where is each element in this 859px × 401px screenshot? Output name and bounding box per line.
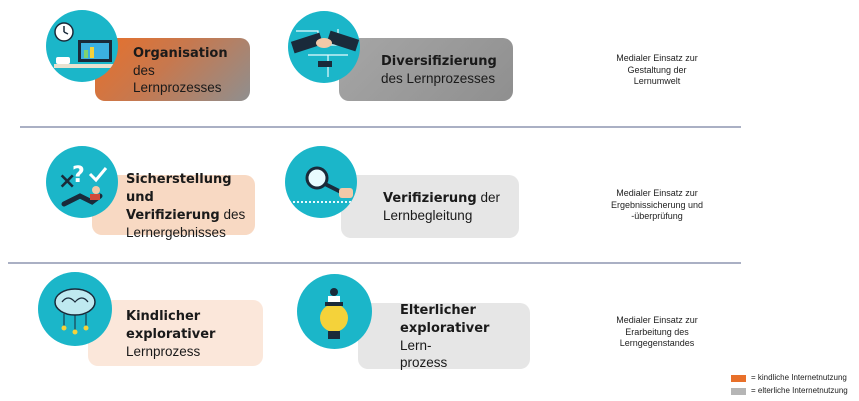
- card-text: der: [476, 190, 501, 205]
- card-sicherstellung: Sicherstellung und Verifizierung des Ler…: [92, 171, 255, 240]
- card-text: des: [219, 206, 246, 222]
- card-text: des Lernprozesses: [381, 71, 496, 86]
- card-text: prozess: [400, 355, 448, 370]
- card-bold-text: Verifizierung: [126, 207, 220, 223]
- legend-item-elterlich: = elterliche Internetnutzung: [731, 386, 848, 396]
- card-bold-text: Organisation: [133, 45, 228, 61]
- card-bold-text: Elterlicher: [400, 303, 476, 318]
- legend-swatch: [731, 374, 746, 382]
- description-line: Medialer Einsatz zur: [616, 53, 698, 63]
- description-line: Erarbeitung des: [625, 326, 689, 337]
- card-kindlicher: Kindlicher explorativer Lernprozess: [88, 300, 263, 366]
- description-line: Gestaltung der: [627, 64, 687, 75]
- card-elterlicher: Elterlicher explorativer Lern- prozess: [358, 303, 530, 370]
- card-diversifizierung: Diversifizierung des Lernprozesses: [339, 38, 513, 101]
- brain-network-icon: [38, 272, 112, 346]
- card-text: Lernprozess: [126, 343, 201, 359]
- card-bold-text: explorativer: [126, 326, 216, 342]
- legend-label: = kindliche Internetnutzung: [751, 373, 847, 382]
- svg-text:?: ?: [72, 163, 85, 188]
- card-text: Lernbegleitung: [383, 208, 473, 223]
- card-text: des: [133, 62, 155, 78]
- svg-text:×: ×: [58, 169, 76, 194]
- card-bold-text: Kindlicher: [126, 308, 201, 324]
- handshake-blueprint-icon: [288, 11, 360, 83]
- description-line: Ergebnissicherung und: [610, 199, 704, 210]
- card-organisation: Organisation des Lernprozesses: [95, 38, 250, 101]
- card-bold-text: explorativer: [400, 321, 490, 336]
- lightbulb-reader-icon: [297, 274, 372, 349]
- legend-label: = elterliche Internetnutzung: [751, 386, 848, 395]
- card-verifizierung-lernbegleitung: Verifizierung der Lernbegleitung: [341, 175, 519, 238]
- magnifier-hand-icon: [285, 146, 357, 218]
- description-line: Lerngegenstandes: [619, 338, 695, 348]
- row-divider: [8, 262, 741, 264]
- card-bold-text: Verifizierung: [383, 191, 477, 206]
- description-line: Medialer Einsatz zur: [616, 315, 698, 325]
- description-line: -überprüfung: [631, 211, 683, 221]
- legend-swatch: [731, 387, 746, 395]
- card-text: Lern-: [400, 338, 432, 353]
- office-desk-clock-icon: [46, 10, 118, 82]
- legend-item-kindlich: = kindliche Internetnutzung: [731, 373, 847, 383]
- row-description: Medialer Einsatz zur Gestaltung der Lern…: [582, 53, 732, 88]
- card-text: Lernergebnisses: [126, 224, 226, 240]
- row-description: Medialer Einsatz zur Erarbeitung des Ler…: [582, 315, 732, 350]
- row-description: Medialer Einsatz zur Ergebnissicherung u…: [582, 188, 732, 223]
- description-line: Lernumwelt: [633, 76, 681, 86]
- card-bold-text: Diversifizierung: [381, 54, 497, 69]
- row-divider: [20, 126, 741, 128]
- question-check-person-icon: × ?: [46, 146, 118, 218]
- card-bold-text: Sicherstellung und: [126, 171, 232, 205]
- description-line: Medialer Einsatz zur: [616, 188, 698, 198]
- card-text: Lernprozesses: [133, 79, 222, 95]
